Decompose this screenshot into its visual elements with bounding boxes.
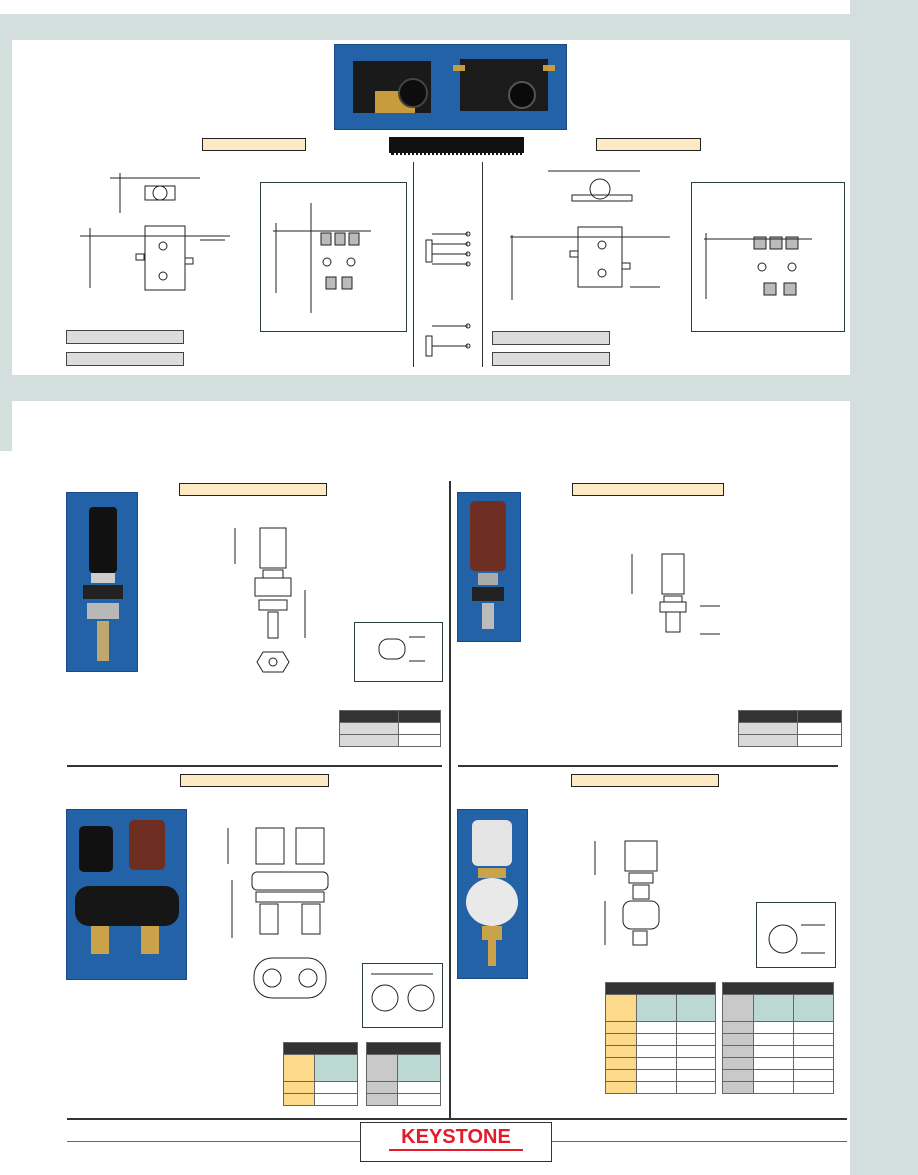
jack-left-title-bar — [202, 138, 306, 151]
left-horizontal-divider — [67, 765, 442, 767]
jack-right-title-bar — [596, 138, 701, 151]
black-post-photo — [66, 492, 138, 672]
keystone-logo: KEYSTONE — [360, 1122, 552, 1162]
white-post-spec-table-a — [605, 982, 716, 1094]
brown-post-title-bar — [572, 483, 724, 496]
black-post-photo-art — [83, 507, 123, 661]
dual-post-hole-art — [371, 973, 435, 1012]
keystone-logo-underline — [389, 1149, 523, 1151]
jack-left-part-bar-1 — [66, 330, 184, 344]
jack-center-black-bar — [389, 137, 524, 155]
dual-post-photo — [66, 809, 187, 980]
jack-left-pcb-art — [273, 203, 371, 313]
black-post-dimension-drawing — [234, 527, 306, 673]
white-post-spec-table-b — [722, 982, 834, 1094]
black-post-spec-table — [339, 710, 441, 747]
dual-post-title-bar — [180, 774, 329, 787]
black-post-title-bar — [179, 483, 327, 496]
brown-post-photo-art — [470, 501, 506, 629]
brown-post-dimension-drawing — [631, 553, 720, 635]
brown-post-spec-table — [738, 710, 842, 747]
dual-post-spec-table-b — [366, 1042, 441, 1106]
jack-left-part-bar-2 — [66, 352, 184, 366]
white-post-photo-art — [466, 820, 518, 966]
jack-left-pcb-layout — [260, 182, 407, 332]
audio-jack-photo — [334, 44, 567, 130]
middle-section-band — [0, 375, 850, 401]
white-post-hole-pattern — [756, 902, 836, 968]
jack-right-pcb-art — [704, 233, 812, 299]
audio-jack-photo-art — [353, 59, 555, 113]
right-side-band — [850, 0, 918, 1175]
mid-left-edge — [0, 401, 12, 451]
jack-left-dimension-drawing — [80, 173, 230, 291]
black-post-hole-art — [378, 636, 425, 662]
schematic-divider-left — [413, 162, 414, 367]
keystone-logo-text: KEYSTONE — [401, 1126, 511, 1148]
white-post-dimension-drawing — [594, 840, 660, 946]
dual-post-dimension-drawing — [227, 827, 329, 999]
black-post-hole-pattern — [354, 622, 443, 682]
jack-schematic-symbol — [425, 231, 471, 357]
white-post-photo — [457, 809, 528, 979]
jack-right-part-bar-1 — [492, 331, 610, 345]
jack-right-dimension-drawing — [510, 170, 670, 300]
top-section-band — [0, 14, 850, 40]
jack-right-pcb-layout — [691, 182, 845, 332]
dual-post-spec-table-a — [283, 1042, 358, 1106]
dual-post-photo-art — [75, 820, 179, 954]
jack-right-part-bar-2 — [492, 352, 610, 366]
bottom-rule — [67, 1118, 847, 1120]
center-vertical-divider — [449, 481, 451, 1118]
brown-post-photo — [457, 492, 521, 642]
white-post-hole-art — [768, 924, 825, 954]
schematic-divider-right — [482, 162, 483, 367]
top-left-edge — [0, 40, 12, 375]
right-horizontal-divider — [458, 765, 838, 767]
white-post-title-bar — [571, 774, 719, 787]
dual-post-hole-pattern — [362, 963, 443, 1028]
